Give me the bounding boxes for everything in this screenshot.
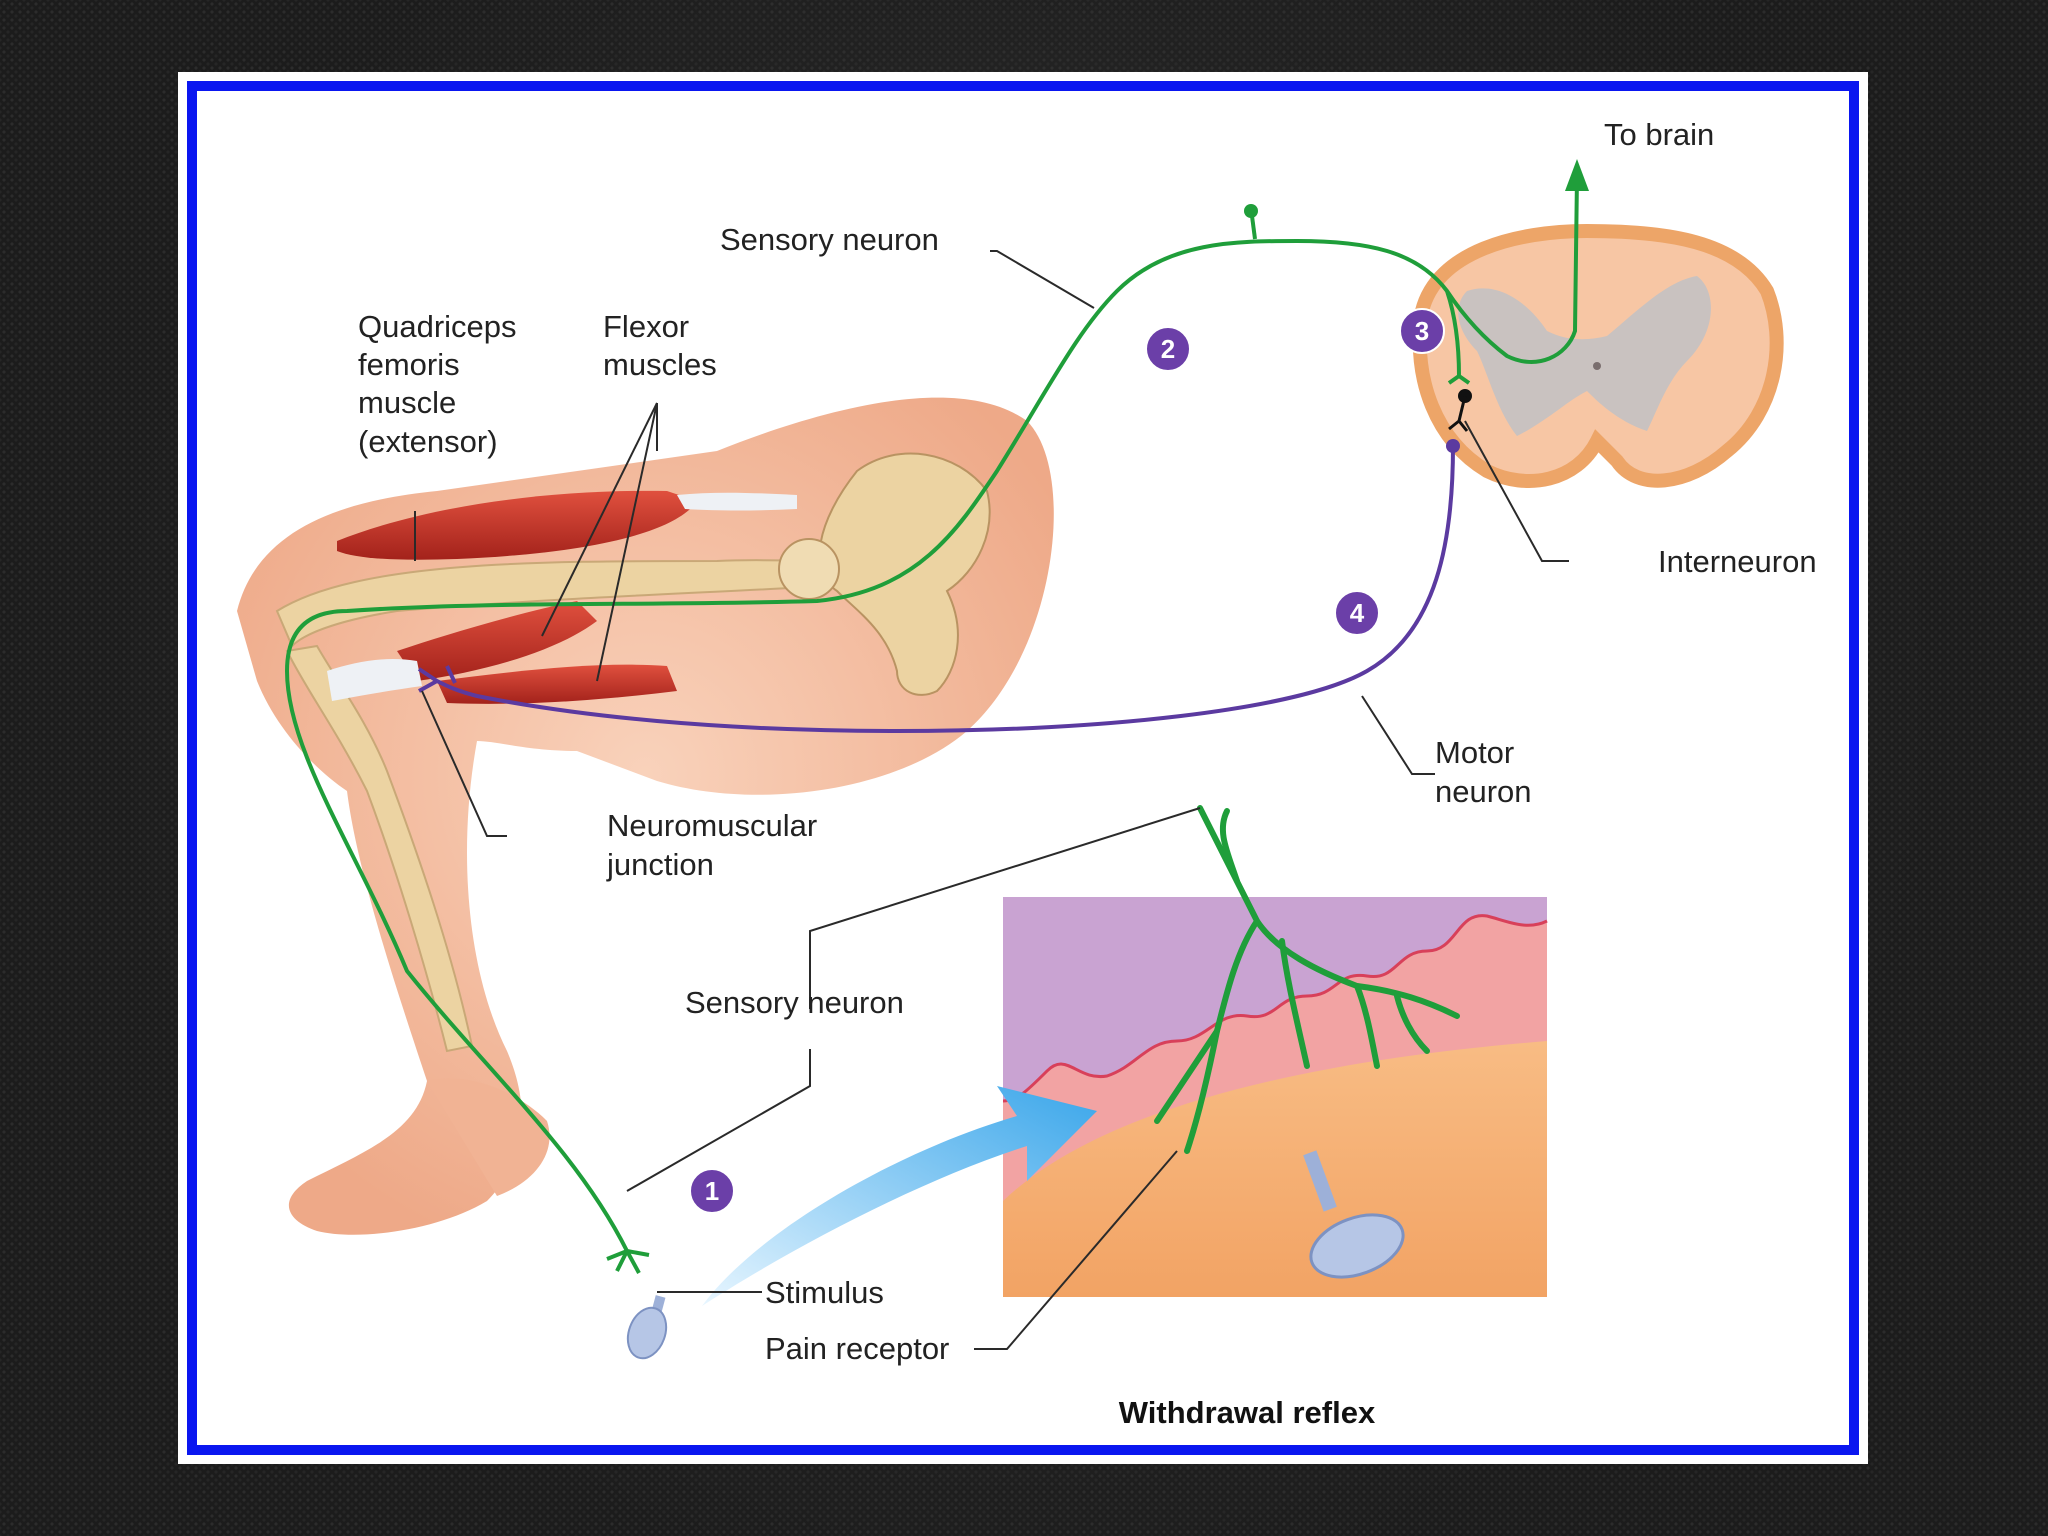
label-motor-neuron-line-2: neuron: [1435, 774, 1532, 809]
spinal-cord: [1412, 223, 1784, 488]
pain-receptor-branches: [1154, 805, 1460, 1154]
skin-inset: [1002, 805, 1548, 1297]
withdrawal-reflex-diagram: 1 2 3 4 To brain Sensory neuron Quadrice…: [237, 117, 1817, 1430]
label-flexor-line-2: muscles: [603, 347, 717, 382]
label-flexor-line-1: Flexor: [603, 309, 689, 344]
sensory-cell-body: [1244, 204, 1258, 240]
label-sensory-neuron-top: Sensory neuron: [720, 222, 939, 257]
quadriceps-muscle: [337, 490, 697, 560]
diagram-panel: 1 2 3 4 To brain Sensory neuron Quadrice…: [187, 81, 1859, 1455]
flexor-muscle-lower: [437, 664, 677, 704]
zoom-arrow: [702, 1086, 1097, 1306]
central-canal: [1593, 362, 1601, 370]
label-neuromuscular-line-1: Neuromuscular: [607, 808, 817, 843]
label-interneuron: Interneuron: [1658, 544, 1817, 579]
foot-heel: [427, 1078, 550, 1196]
epidermis: [1003, 897, 1547, 1101]
interneuron: [1448, 389, 1472, 432]
leader-lines: [414, 250, 1569, 1350]
label-quadriceps-line-4: (extensor): [358, 424, 498, 459]
motor-neuron-path: [436, 445, 1455, 734]
label-quadriceps-line-3: muscle: [358, 385, 456, 420]
label-neuromuscular-line-2: junction: [606, 847, 714, 882]
step-badge-2: 2: [1145, 326, 1191, 372]
epidermis-line: [1002, 914, 1548, 1103]
diagram-frame: 1 2 3 4 To brain Sensory neuron Quadrice…: [178, 72, 1868, 1464]
quadriceps-tendon: [677, 492, 797, 511]
label-sensory-neuron-bottom: Sensory neuron: [685, 985, 904, 1020]
motor-cell-body: [1446, 439, 1460, 453]
sensory-ending-heel: [606, 1249, 650, 1274]
gray-matter: [1458, 276, 1711, 436]
to-brain-arrowhead: [1565, 159, 1589, 191]
stimulus-probe: [626, 1295, 668, 1360]
hypodermis: [1003, 1041, 1547, 1297]
step-badge-3: 3: [1399, 308, 1445, 354]
sensory-synapse: [1445, 290, 1471, 385]
svg-text:4: 4: [1350, 598, 1365, 628]
label-quadriceps-line-2: femoris: [358, 347, 460, 382]
svg-text:1: 1: [705, 1176, 719, 1206]
step-badge-4: 4: [1334, 590, 1380, 636]
large-stimulus-probe: [1303, 1150, 1405, 1279]
label-stimulus: Stimulus: [765, 1275, 884, 1310]
svg-text:3: 3: [1415, 316, 1429, 346]
label-motor-neuron-line-1: Motor: [1435, 735, 1514, 770]
step-badge-1: 1: [689, 1168, 735, 1214]
hip-joint: [778, 538, 840, 600]
label-pain-receptor: Pain receptor: [765, 1331, 949, 1366]
label-to-brain: To brain: [1604, 117, 1714, 152]
svg-text:2: 2: [1161, 334, 1175, 364]
flexor-tendon: [327, 659, 422, 701]
diagram-title: Withdrawal reflex: [1119, 1395, 1376, 1430]
flexor-muscle-upper: [397, 601, 597, 681]
sensory-neuron-path: [284, 175, 1579, 1252]
neuromuscular-junction-ending: [417, 665, 457, 693]
label-quadriceps-line-1: Quadriceps: [358, 309, 517, 344]
